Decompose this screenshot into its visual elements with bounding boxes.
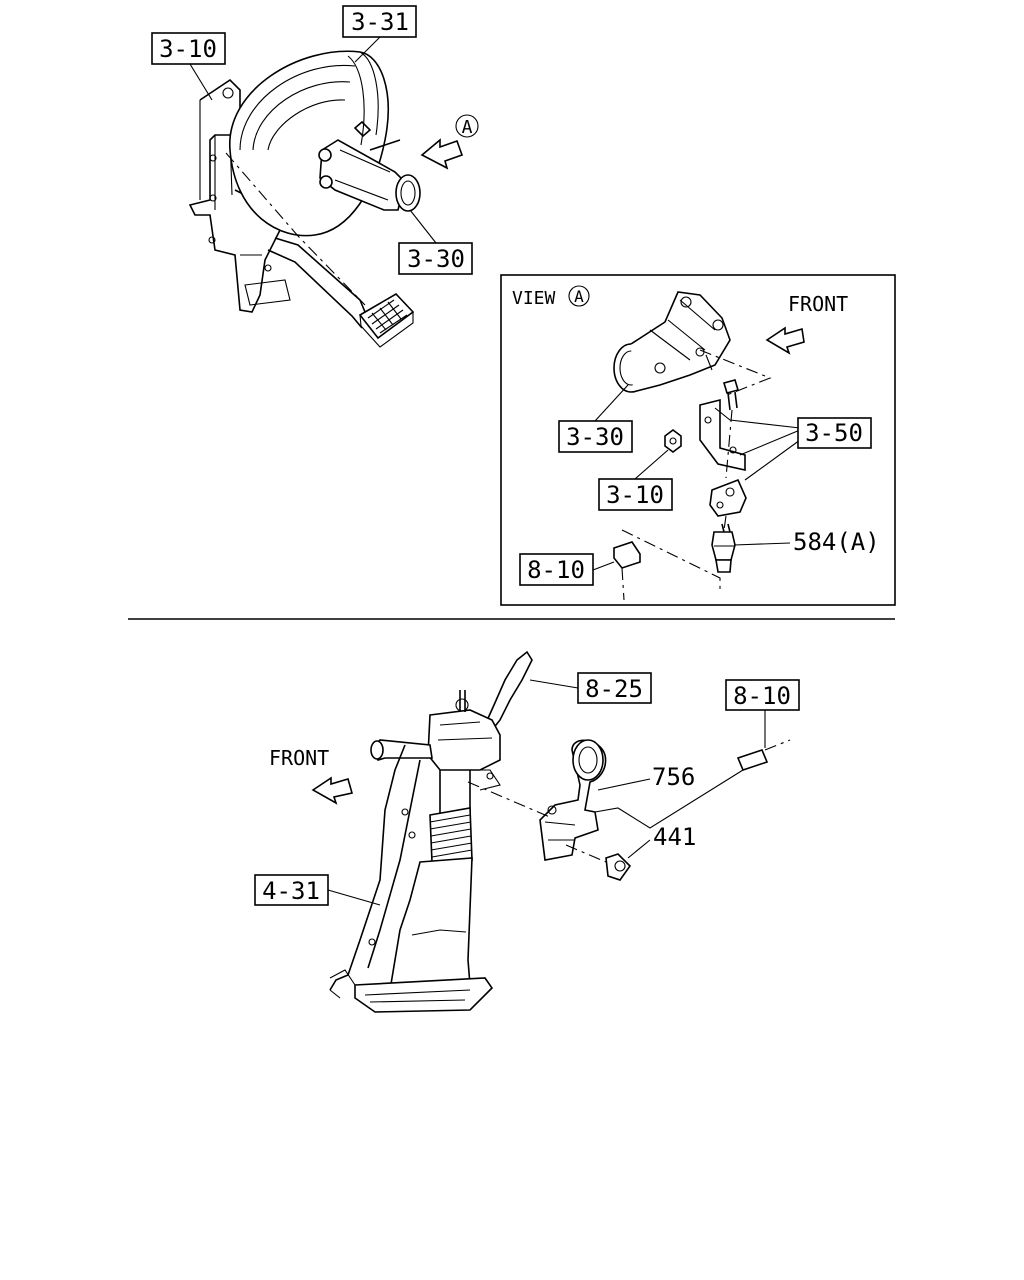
view-marker-circle — [455, 114, 479, 138]
svg-text:8-10: 8-10 — [733, 682, 791, 710]
label-441: 441 — [627, 823, 696, 859]
label-8-10-view: 8-10 — [519, 553, 615, 586]
view-marker-letter: A — [462, 117, 473, 138]
brake-booster-assembly — [188, 50, 421, 348]
view-a-title: VIEW — [512, 288, 556, 309]
svg-text:441: 441 — [653, 823, 696, 851]
view-a-letter: A — [574, 287, 584, 306]
view-front-arrow — [765, 326, 805, 355]
svg-text:3-10: 3-10 — [606, 481, 664, 509]
svg-text:8-10: 8-10 — [527, 556, 585, 584]
view-a-panel: VIEW A FRONT — [500, 274, 896, 606]
svg-text:3-10: 3-10 — [159, 35, 217, 63]
svg-text:3-31: 3-31 — [351, 8, 409, 36]
svg-text:3-30: 3-30 — [407, 245, 465, 273]
lower-front-arrow — [311, 776, 354, 805]
label-584A-view: 584(A) — [733, 528, 880, 556]
label-3-31: 3-31 — [342, 5, 417, 63]
lower-front-label: FRONT — [269, 746, 329, 770]
label-3-50-view: 3-50 — [797, 417, 872, 449]
view-direction-arrow — [420, 138, 464, 170]
svg-text:8-25: 8-25 — [585, 675, 643, 703]
steering-column-assembly — [329, 650, 791, 1013]
svg-text:756: 756 — [652, 763, 695, 791]
label-3-10-top: 3-10 — [151, 32, 226, 101]
svg-text:3-30: 3-30 — [566, 423, 624, 451]
svg-text:3-50: 3-50 — [805, 419, 863, 447]
label-756: 756 — [597, 763, 695, 791]
label-3-30-top: 3-30 — [398, 209, 473, 275]
label-3-10-view: 3-10 — [598, 449, 673, 511]
label-4-31: 4-31 — [254, 874, 381, 906]
view-front-label: FRONT — [788, 292, 848, 316]
svg-text:584(A): 584(A) — [793, 528, 880, 556]
label-3-30-view: 3-30 — [558, 384, 633, 453]
label-8-25: 8-25 — [529, 672, 652, 704]
svg-text:4-31: 4-31 — [262, 877, 320, 905]
label-8-10-lower: 8-10 — [725, 679, 800, 748]
